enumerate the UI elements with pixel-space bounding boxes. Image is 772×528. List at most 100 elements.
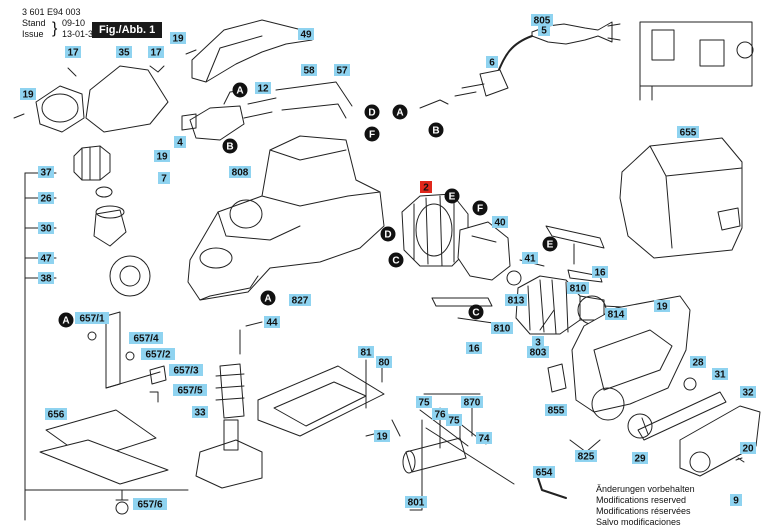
- svg-text:A: A: [236, 86, 243, 97]
- svg-text:35: 35: [118, 48, 130, 59]
- svg-text:19: 19: [376, 432, 388, 443]
- svg-text:F: F: [477, 204, 483, 215]
- ref-marker-c: C: [388, 252, 404, 268]
- stand-value: 09-10: [62, 18, 86, 28]
- part-label-810: 810: [491, 322, 513, 335]
- svg-text:17: 17: [67, 48, 79, 59]
- note-line: Salvo modificaciones: [596, 517, 681, 527]
- svg-text:3: 3: [535, 338, 541, 349]
- part-label-6: 6: [486, 56, 498, 69]
- part-label-49: 49: [298, 28, 314, 41]
- part-label-655: 655: [677, 126, 699, 139]
- svg-text:827: 827: [292, 296, 309, 307]
- svg-text:870: 870: [464, 398, 481, 409]
- part-label-827: 827: [289, 294, 311, 307]
- svg-text:41: 41: [524, 254, 536, 265]
- svg-text:C: C: [392, 256, 399, 267]
- svg-text:825: 825: [578, 452, 595, 463]
- svg-text:814: 814: [608, 310, 625, 321]
- svg-text:657/1: 657/1: [79, 314, 104, 325]
- part-label-17: 17: [65, 46, 81, 59]
- part-label-35: 35: [116, 46, 132, 59]
- svg-text:29: 29: [634, 454, 646, 465]
- issue-value: 13-01-30: [62, 29, 99, 39]
- svg-text:E: E: [547, 240, 554, 251]
- svg-text:657/6: 657/6: [137, 500, 162, 511]
- svg-text:D: D: [384, 230, 391, 241]
- svg-text:44: 44: [266, 318, 278, 329]
- svg-text:A: A: [396, 108, 403, 119]
- brace: }: [52, 20, 58, 37]
- svg-text:20: 20: [742, 444, 754, 455]
- part-label-40: 40: [492, 216, 508, 229]
- part-label-33: 33: [192, 406, 208, 419]
- svg-text:D: D: [368, 108, 375, 119]
- part-label-29: 29: [632, 452, 648, 465]
- ref-marker-b: B: [222, 138, 238, 154]
- part-label-657-1: 657/1: [75, 312, 109, 325]
- part-label-58: 58: [301, 64, 317, 77]
- svg-text:A: A: [264, 294, 271, 305]
- part-label-44: 44: [264, 316, 280, 329]
- part-label-28: 28: [690, 356, 706, 369]
- svg-text:808: 808: [232, 168, 249, 179]
- svg-text:E: E: [449, 192, 456, 203]
- ref-marker-f: F: [472, 200, 488, 216]
- part-label-19: 19: [170, 32, 186, 45]
- svg-text:F: F: [369, 130, 375, 141]
- svg-text:76: 76: [434, 410, 446, 421]
- svg-text:A: A: [62, 316, 69, 327]
- svg-text:75: 75: [418, 398, 430, 409]
- ref-marker-d: D: [380, 226, 396, 242]
- ref-marker-a: A: [260, 290, 276, 306]
- ref-marker-d: D: [364, 104, 380, 120]
- part-label-3: 3: [532, 336, 544, 349]
- svg-text:80: 80: [378, 358, 390, 369]
- svg-text:16: 16: [468, 344, 480, 355]
- part-label-2: 2: [420, 181, 432, 194]
- part-label-12: 12: [255, 82, 271, 95]
- svg-text:655: 655: [680, 128, 697, 139]
- part-label-16: 16: [466, 342, 482, 355]
- svg-text:813: 813: [508, 296, 525, 307]
- svg-text:810: 810: [494, 324, 511, 335]
- note-line: Änderungen vorbehalten: [596, 484, 695, 494]
- ref-marker-b: B: [428, 122, 444, 138]
- svg-text:31: 31: [714, 370, 726, 381]
- part-label-656: 656: [45, 408, 67, 421]
- notes-block: Änderungen vorbehalten Modifications res…: [596, 484, 695, 528]
- svg-text:57: 57: [336, 66, 348, 77]
- part-number: 3 601 E94 003: [22, 7, 81, 17]
- svg-text:657/2: 657/2: [145, 350, 170, 361]
- part-label-4: 4: [174, 136, 186, 149]
- svg-text:810: 810: [570, 284, 587, 295]
- part-label-657-3: 657/3: [169, 364, 203, 377]
- ref-marker-f: F: [364, 126, 380, 142]
- part-label-80: 80: [376, 356, 392, 369]
- part-label-813: 813: [505, 294, 527, 307]
- part-label-801: 801: [405, 496, 427, 509]
- part-label-7: 7: [158, 172, 170, 185]
- part-label-855: 855: [545, 404, 567, 417]
- svg-text:26: 26: [40, 194, 52, 205]
- part-label-47: 47: [38, 252, 54, 265]
- svg-text:49: 49: [300, 30, 312, 41]
- svg-text:19: 19: [656, 302, 668, 313]
- part-label-657-6: 657/6: [133, 498, 167, 511]
- part-label-870: 870: [461, 396, 483, 409]
- issue-label: Issue: [22, 29, 44, 39]
- part-label-657-2: 657/2: [141, 348, 175, 361]
- svg-text:58: 58: [303, 66, 315, 77]
- svg-text:657/4: 657/4: [133, 334, 158, 345]
- part-label-9: 9: [730, 494, 742, 507]
- part-label-657-5: 657/5: [173, 384, 207, 397]
- part-label-16: 16: [592, 266, 608, 279]
- part-label-825: 825: [575, 450, 597, 463]
- svg-text:12: 12: [257, 84, 269, 95]
- part-label-19: 19: [154, 150, 170, 163]
- part-label-657-4: 657/4: [129, 332, 163, 345]
- part-label-19: 19: [20, 88, 36, 101]
- svg-text:5: 5: [541, 26, 547, 37]
- svg-text:33: 33: [194, 408, 206, 419]
